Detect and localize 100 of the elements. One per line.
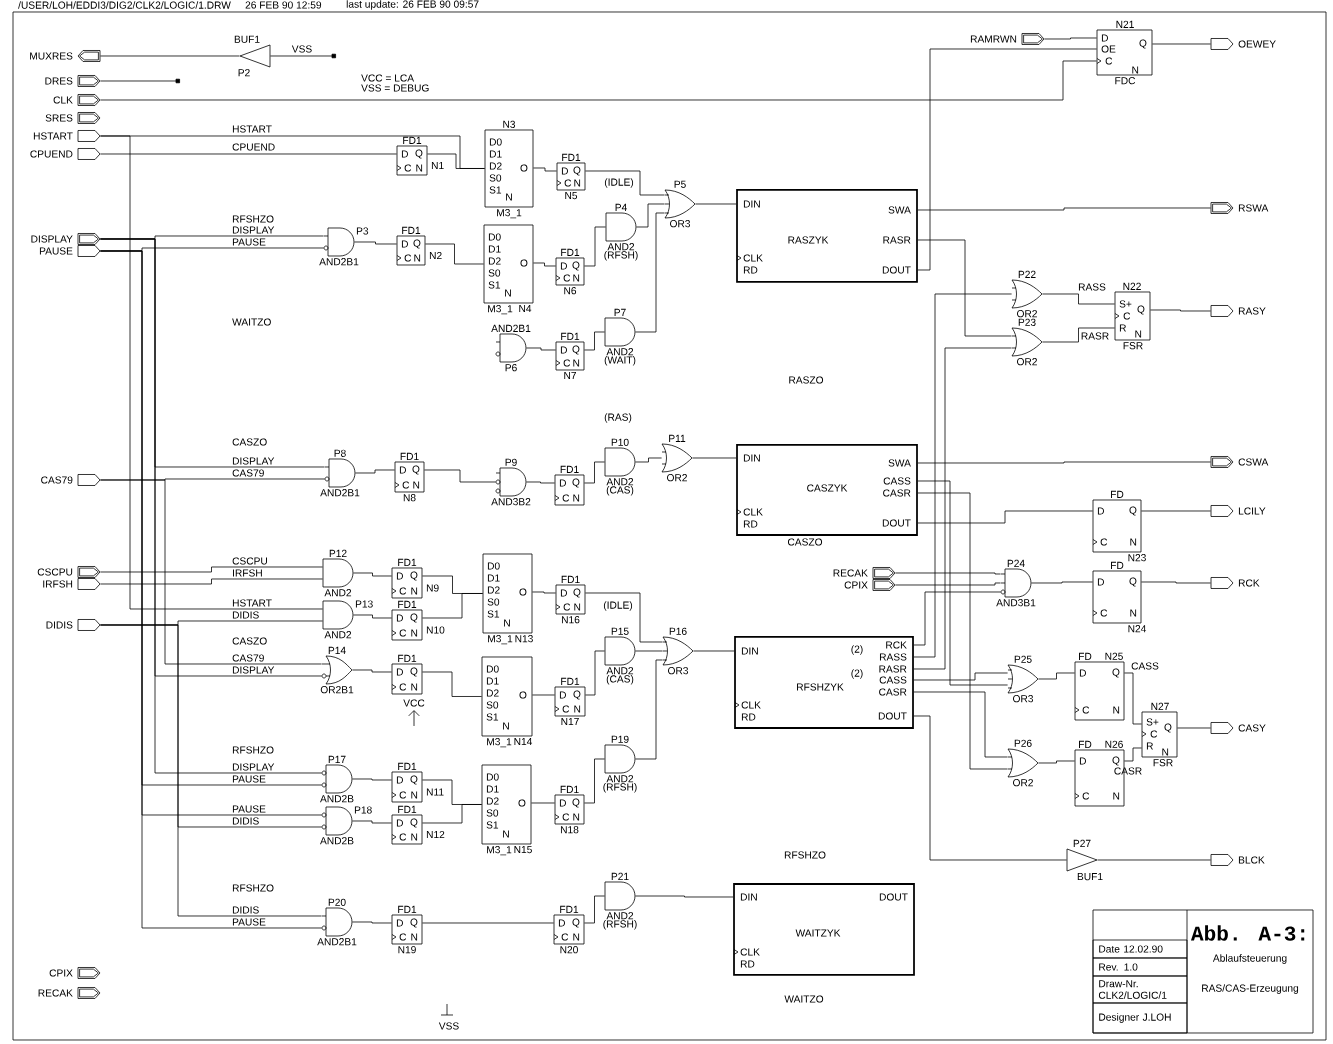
title-block-cell: Date 12.02.90: [1092, 939, 1188, 959]
wire: [895, 572, 1001, 575]
flip-flop: N27 S+ C R Q N FSR: [1141, 702, 1178, 767]
or-gate: P26 OR2: [1007, 739, 1039, 787]
node-label: OR2B1: [320, 686, 354, 694]
wire: [917, 207, 1211, 211]
node-label: OR2: [1017, 310, 1037, 318]
net-label: CASS: [1131, 662, 1159, 670]
function-block: DIN CLK RD RFSHZYK (2) (2) RCK RASS RASR CASS CASR DOUT: [734, 636, 914, 729]
net-label: DIDIS: [232, 817, 259, 825]
port-connector: RECAK: [833, 567, 896, 579]
or-gate: P16 OR3: [662, 627, 694, 675]
node-label: P5: [674, 180, 686, 188]
node-label: FD1: [560, 905, 579, 913]
net-label: RASR: [1081, 332, 1109, 340]
net-label: RFSHZO: [232, 746, 274, 754]
wire: [100, 60, 1097, 101]
flip-flop: FD1 D Q C N N6: [555, 248, 585, 295]
multiplexer: D0 D1 D2 S0 S1 O N M3_1 N15: [481, 764, 532, 856]
or-gate: P11 OR2: [661, 434, 693, 482]
wire: [100, 153, 397, 155]
node-label: FD1: [561, 332, 580, 340]
net-label: CAS79: [232, 469, 264, 477]
node-label: P14: [328, 646, 346, 654]
port-connector: DISPLAY: [31, 233, 101, 245]
wire: [353, 572, 392, 577]
node-label: N11: [426, 788, 444, 796]
and-gate: P21 AND2 (RFSH): [603, 872, 637, 930]
node-label: P18: [354, 806, 372, 814]
node-label: P25: [1014, 655, 1032, 663]
node-label: AND2B: [320, 837, 354, 845]
wire: [526, 481, 555, 484]
wire: [424, 469, 496, 483]
node-label: MUXRES: [30, 52, 73, 60]
node-label: CAS79: [41, 476, 73, 484]
node-label: LCILY: [1238, 507, 1266, 515]
node-label: AND2: [607, 243, 635, 251]
node-label: N10: [426, 626, 445, 634]
node-label: N25: [1105, 652, 1123, 660]
node-label: FD: [1111, 561, 1124, 569]
flip-flop: N22 S+ C R Q N FSR: [1114, 282, 1151, 350]
wire: [100, 55, 240, 57]
wire: [635, 895, 734, 898]
wire: [425, 243, 484, 265]
flip-flop: FD N25 D Q C N: [1074, 652, 1125, 721]
port-connector: LCILY: [1210, 505, 1266, 517]
node-label: P4: [615, 203, 627, 211]
wire: [913, 293, 1012, 658]
node-label: (RFSH): [603, 783, 637, 793]
node-label: RCK: [1238, 579, 1260, 587]
node-label: AND2B1: [317, 938, 357, 946]
wire: [427, 153, 485, 169]
flip-flop: FD1 D Q C N N18: [554, 785, 585, 834]
net-label: RASS: [1078, 283, 1106, 291]
multiplexer: D0 D1 D2 S0 S1 O N M3_1 N4: [483, 224, 534, 315]
wire: [422, 922, 554, 924]
wire: [100, 566, 323, 573]
multiplexer: N3 D0 D1 D2 S0 S1 O N M3_1: [484, 120, 534, 219]
node-label: CPIX: [844, 581, 868, 589]
wire: [355, 469, 395, 474]
node-label: P11: [669, 434, 686, 442]
node-label: FD: [1111, 490, 1124, 498]
node-label: FSR: [1153, 759, 1173, 767]
supply-label: VSS: [438, 1022, 459, 1030]
net-label: PAUSE: [232, 805, 266, 813]
node-label: N7: [564, 372, 576, 380]
and-gate: P4 AND2 (RFSH): [604, 203, 638, 261]
node-label: N17: [561, 718, 579, 726]
net-label: WAITZO: [232, 318, 271, 326]
node-label: N21: [1116, 20, 1134, 28]
node-label: P26: [1014, 739, 1032, 747]
port-connector: SRES: [45, 112, 101, 124]
port-connector: OEWEY: [1210, 38, 1276, 50]
wire: [692, 457, 737, 459]
multiplexer: D0 D1 D2 S0 S1 O N M3_1 N14: [481, 656, 533, 748]
and-gate: P8 AND2B1: [320, 449, 360, 497]
node-label: AND2: [606, 775, 634, 783]
flip-flop: FD1 D Q C N N12: [391, 805, 445, 845]
node-label: RASY: [1238, 307, 1266, 315]
node-label: RSWA: [1238, 204, 1269, 212]
net-label: DISPLAY: [232, 666, 275, 674]
port-connector: IRFSH: [43, 578, 101, 590]
net-label: PAUSE: [232, 918, 266, 926]
multiplexer: D0 D1 D2 S0 S1 O N M3_1 N13: [482, 553, 533, 645]
node-label: FD1: [398, 558, 417, 566]
net-label: DISPLAY: [232, 763, 275, 771]
wire: [422, 804, 482, 824]
port-connector: RAMRWN: [970, 33, 1045, 45]
node-label: P27: [1073, 839, 1091, 847]
or-gate: P14 OR2B1: [320, 646, 354, 694]
buffer-gate: P27 BUF1: [1066, 839, 1103, 881]
port-connector: CSWA: [1210, 456, 1269, 468]
wire: [422, 671, 482, 697]
node-label: N22: [1123, 282, 1141, 290]
flip-flop: FD1 D Q C N N11: [391, 762, 444, 803]
node-label: AND2B1: [319, 258, 359, 266]
wire: [913, 591, 1001, 646]
wire: [533, 167, 557, 172]
node-label: M3_1: [488, 305, 513, 315]
node-label: FD1: [561, 575, 580, 583]
